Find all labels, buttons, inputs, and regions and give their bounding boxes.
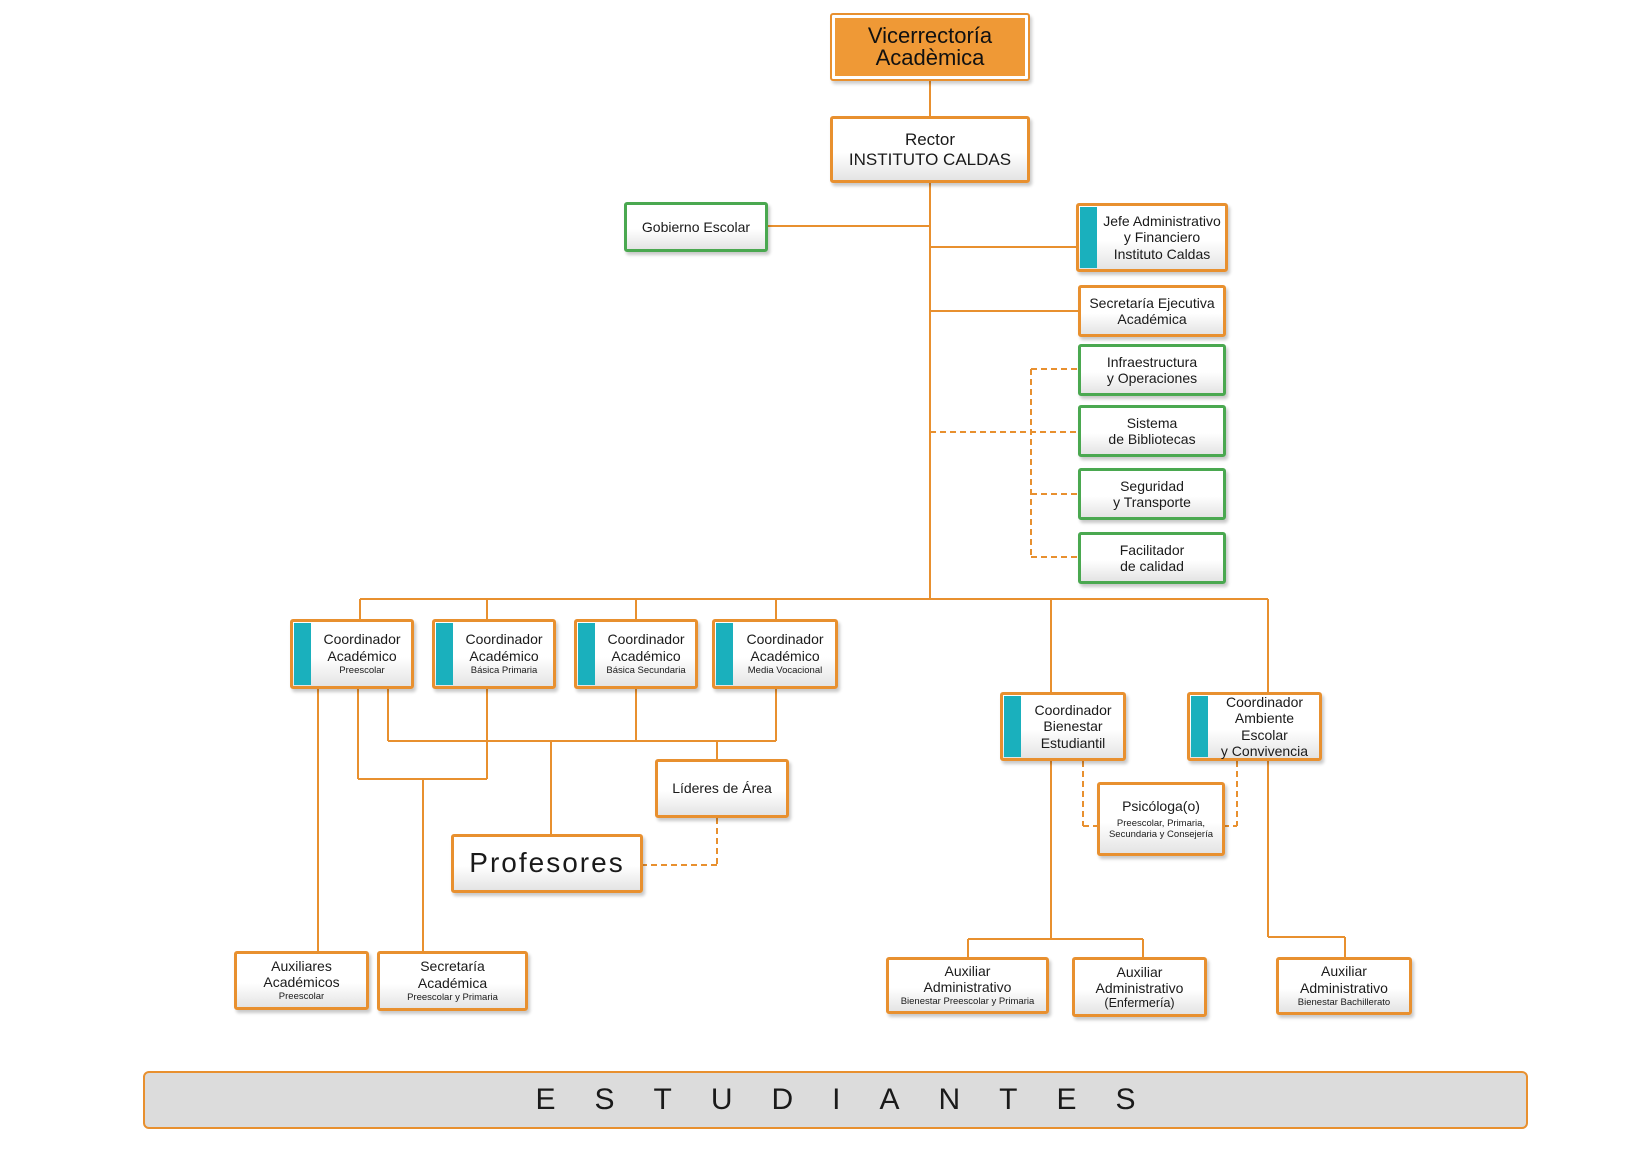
secretaria-academica-sub: Preescolar y Primaria <box>407 991 498 1003</box>
aux-bienestar-line2: Administrativo <box>923 979 1012 996</box>
jefe-line2: y Financiero <box>1123 229 1201 246</box>
aux-enfermeria-line2: Administrativo <box>1095 979 1184 996</box>
psicologa-box: Psicóloga(o) Preescolar, Primaria, Secun… <box>1097 782 1225 856</box>
estudiantes-bar: ESTUDIANTES <box>143 1071 1528 1129</box>
vicerrectoria-academica-box: Vicerrectoría Acadèmica <box>830 13 1030 81</box>
aux-bienestar-line1: Auxiliar <box>944 962 991 979</box>
seguridad-line1: Seguridad <box>1120 477 1184 494</box>
coord-preescolar-line2: Académico <box>327 647 397 664</box>
coord-secundaria-line2: Académico <box>611 647 681 664</box>
rector-title: Rector <box>904 129 956 149</box>
accent-bar <box>294 623 311 685</box>
secretaria-ejecutiva-line1: Secretaría Ejecutiva <box>1089 294 1215 311</box>
seguridad-line2: y Transporte <box>1113 494 1191 510</box>
coord-bienestar-line2: Bienestar <box>1043 718 1103 735</box>
coord-media-line2: Académico <box>750 647 820 664</box>
estudiantes-label: ESTUDIANTES <box>535 1083 1175 1116</box>
coordinador-media-box: Coordinador Académico Media Vocacional <box>712 619 838 689</box>
auxiliares-line1: Auxiliares <box>271 957 332 974</box>
facilitador-box: Facilitador de calidad <box>1078 532 1226 584</box>
vicerrectoria-line1: Vicerrectoría <box>867 23 993 48</box>
coordinador-preescolar-box: Coordinador Académico Preescolar <box>290 619 414 689</box>
rector-box: Rector INSTITUTO CALDAS <box>830 116 1030 183</box>
accent-bar <box>1080 207 1097 268</box>
coord-secundaria-line1: Coordinador <box>607 631 685 648</box>
coord-media-sub: Media Vocacional <box>747 664 823 676</box>
gobierno-escolar-box: Gobierno Escolar <box>624 202 768 252</box>
jefe-line3: Instituto Caldas <box>1113 245 1211 262</box>
coord-primaria-line2: Académico <box>469 647 539 664</box>
coord-secundaria-sub: Básica Secundaria <box>606 664 686 676</box>
facilitador-line2: de calidad <box>1120 558 1184 574</box>
accent-bar <box>578 623 595 685</box>
psicologa-sub2: Secundaria y Consejería <box>1108 828 1214 840</box>
coord-primaria-line1: Coordinador <box>465 631 543 648</box>
coord-bienestar-line1: Coordinador <box>1034 702 1112 719</box>
psicologa-sub1: Preescolar, Primaria, <box>1116 817 1206 829</box>
secretaria-academica-box: Secretaría Académica Preescolar y Primar… <box>377 951 528 1011</box>
jefe-administrativo-box: Jefe Administrativo y Financiero Institu… <box>1076 203 1228 272</box>
coordinador-bienestar-box: Coordinador Bienestar Estudiantil <box>1000 692 1126 761</box>
profesores-label: Profesores <box>469 847 625 879</box>
profesores-box: Profesores <box>451 834 643 893</box>
facilitador-line1: Facilitador <box>1119 541 1185 558</box>
lideres-de-area-box: Líderes de Área <box>655 759 789 818</box>
infraestructura-line1: Infraestructura <box>1106 353 1198 370</box>
aux-bachillerato-line1: Auxiliar <box>1321 963 1367 980</box>
auxiliar-bienestar-box: Auxiliar Administrativo Bienestar Preesc… <box>886 957 1049 1014</box>
coord-media-line1: Coordinador <box>746 631 824 648</box>
psicologa-title: Psicóloga(o) <box>1122 797 1200 814</box>
secretaria-academica-line1: Secretaría <box>420 958 485 975</box>
secretaria-ejecutiva-line2: Académica <box>1117 311 1187 327</box>
gobierno-escolar-label: Gobierno Escolar <box>641 218 751 235</box>
lideres-label: Líderes de Área <box>672 780 772 797</box>
rector-institution: INSTITUTO CALDAS <box>848 149 1012 169</box>
coord-bienestar-line3: Estudiantil <box>1040 734 1106 751</box>
auxiliares-line2: Académicos <box>263 974 340 991</box>
coord-ambiente-line2: Ambiente Escolar <box>1234 710 1295 743</box>
aux-enfermeria-line3: (Enfermería) <box>1104 995 1175 1010</box>
accent-bar <box>436 623 453 685</box>
jefe-line1: Jefe Administrativo <box>1103 213 1221 230</box>
aux-bachillerato-line2: Administrativo <box>1300 979 1388 996</box>
accent-bar <box>1191 696 1208 757</box>
accent-bar <box>716 623 733 685</box>
coordinador-secundaria-box: Coordinador Académico Básica Secundaria <box>574 619 698 689</box>
infraestructura-box: Infraestructura y Operaciones <box>1078 344 1226 396</box>
coord-primaria-sub: Básica Primaria <box>470 664 538 676</box>
infraestructura-line2: y Operaciones <box>1106 370 1198 386</box>
auxiliares-sub: Preescolar <box>278 991 325 1003</box>
auxiliar-bachillerato-box: Auxiliar Administrativo Bienestar Bachil… <box>1276 957 1412 1015</box>
seguridad-box: Seguridad y Transporte <box>1078 468 1226 520</box>
aux-bachillerato-sub: Bienestar Bachillerato <box>1297 996 1391 1008</box>
coord-ambiente-line1: Coordinador <box>1225 694 1304 711</box>
vicerrectoria-line2: Acadèmica <box>875 45 985 70</box>
coord-ambiente-line3: y Convivencia <box>1220 742 1309 759</box>
coord-preescolar-sub: Preescolar <box>339 664 385 676</box>
secretaria-ejecutiva-box: Secretaría Ejecutiva Académica <box>1078 285 1226 337</box>
accent-bar <box>1004 696 1021 757</box>
auxiliar-enfermeria-box: Auxiliar Administrativo (Enfermería) <box>1072 957 1207 1017</box>
bibliotecas-line2: de Bibliotecas <box>1108 431 1196 447</box>
coord-preescolar-line1: Coordinador <box>323 631 401 648</box>
bibliotecas-box: Sistema de Bibliotecas <box>1078 405 1226 457</box>
aux-bienestar-sub: Bienestar Preescolar y Primaria <box>900 996 1035 1008</box>
coordinador-ambiente-box: Coordinador Ambiente Escolar y Convivenc… <box>1187 692 1322 761</box>
coordinador-primaria-box: Coordinador Académico Básica Primaria <box>432 619 556 689</box>
secretaria-academica-line2: Académica <box>417 974 488 991</box>
auxiliares-academicos-box: Auxiliares Académicos Preescolar <box>234 951 369 1010</box>
aux-enfermeria-line1: Auxiliar <box>1116 963 1163 980</box>
bibliotecas-line1: Sistema <box>1126 414 1178 431</box>
